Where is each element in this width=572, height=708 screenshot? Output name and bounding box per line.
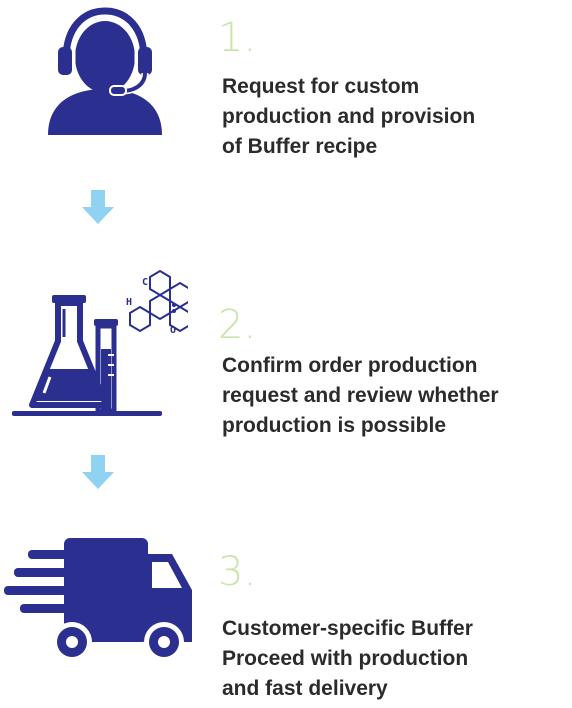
headset-support-icon [48,7,162,135]
step-number: 1. [218,15,257,61]
step-2: H C O 2. Confirm order production reques… [0,255,572,455]
down-arrow-icon [82,190,114,224]
step-description: Customer-specific Buffer Proceed with pr… [222,617,473,700]
down-arrow-icon [82,455,114,489]
molecule-label-h: H [126,297,132,308]
step-number: 2. [218,302,257,348]
step-3: 3. Customer-specific Buffer Proceed with… [0,520,572,708]
step-1: 1. Request for custom production and pro… [0,0,572,180]
molecule-label-c: C [142,277,148,288]
lab-flask-molecule-icon: H C O [12,269,188,416]
delivery-truck-icon [4,538,192,662]
step-description: Request for custom production and provis… [222,75,476,158]
step-number: 3. [218,549,257,595]
step-description: Confirm order production request and rev… [222,354,499,437]
molecule-label-o: O [170,325,176,336]
